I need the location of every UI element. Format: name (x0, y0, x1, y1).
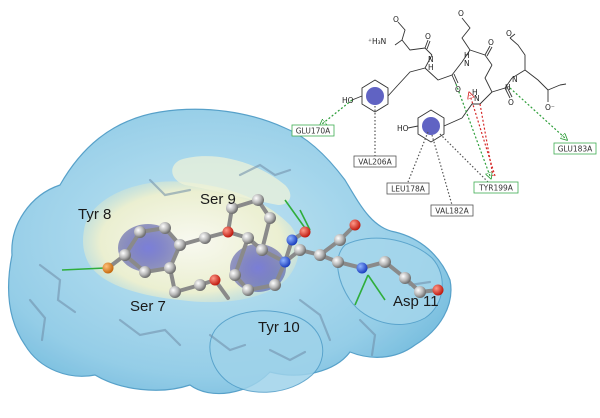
atom-carbon (256, 244, 268, 256)
atom-label-o: O (508, 98, 514, 107)
protein-surface-render: Tyr 8 Ser 9 Ser 7 Tyr 10 Asp 11 (7, 108, 452, 395)
atom-label-o: O (393, 15, 399, 24)
atom-oxygen (299, 226, 311, 238)
residue-box-val182a: VAL182A (430, 204, 474, 217)
atom-label-n: N (474, 94, 480, 103)
ligand-atoms (102, 194, 444, 298)
atom-label-n: N (428, 55, 434, 64)
atom-label-h: H (464, 51, 470, 60)
surface-lobe-right (337, 237, 443, 325)
atom-carbon (242, 284, 254, 296)
aromatic-disk-2d (422, 117, 440, 135)
atom-label-o: O (458, 9, 464, 18)
atom-nitrogen (286, 234, 298, 246)
svg-text:GLU183A: GLU183A (558, 145, 593, 154)
atom-carbon (169, 286, 181, 298)
atom-carbon (139, 266, 151, 278)
atom-carbon (199, 232, 211, 244)
atom-carbon (332, 256, 344, 268)
hbond-lines-3d (61, 199, 386, 306)
svg-text:VAL182A: VAL182A (435, 207, 469, 216)
atom-label-h: H (472, 88, 478, 97)
atom-label-h: H (505, 83, 511, 92)
atom-carbon (174, 239, 186, 251)
svg-text:GLU170A: GLU170A (296, 127, 331, 136)
atom-carbon (164, 262, 176, 274)
interaction-lines-2d (322, 83, 565, 206)
atom-oxygen (209, 274, 221, 286)
atom-label-n: N (464, 59, 470, 68)
ligand-2d-skeleton (351, 17, 567, 143)
atom-label-o: O (488, 38, 494, 47)
residue-label-ser7: Ser 7 (130, 298, 166, 315)
residue-box-glu170a: GLU170A (291, 124, 335, 137)
residue-label-tyr10: Tyr 10 (258, 319, 300, 336)
atom-carbon (399, 272, 411, 284)
atom-nitrogen (356, 262, 368, 274)
atom-label-o: O (425, 32, 431, 41)
atom-oxygen (222, 226, 234, 238)
aromatic-disk-2d (366, 87, 384, 105)
atom-carbon (314, 249, 326, 261)
atom-carbon (229, 269, 241, 281)
atom-label-o: O (506, 29, 512, 38)
residue-label-asp11: Asp 11 (393, 293, 439, 310)
svg-text:TYR199A: TYR199A (478, 184, 514, 193)
svg-text:VAL206A: VAL206A (358, 158, 392, 167)
atom-carbon (119, 249, 131, 261)
atom-sulfur (102, 262, 114, 274)
atom-carbon (159, 222, 171, 234)
atom-carbon (242, 232, 254, 244)
pocket-highlight (172, 156, 291, 205)
atom-carbon (252, 194, 264, 206)
atom-label-amine: ⁺H₃N (368, 37, 386, 46)
residue-box-tyr199a: TYR199A (473, 181, 519, 194)
residue-box-glu183a: GLU183A (553, 142, 597, 155)
residue-box-val206a: VAL206A (353, 155, 397, 168)
atom-carbon (226, 202, 238, 214)
atom-carbon (194, 279, 206, 291)
svg-text:LEU178A: LEU178A (391, 185, 426, 194)
atom-carbon (414, 286, 426, 298)
atom-label-h: H (428, 63, 434, 72)
atom-label-ho: HO (397, 124, 409, 133)
atom-carbon (334, 234, 346, 246)
atom-label-carboxylate: O⁻ (545, 103, 555, 112)
residue-label-tyr8: Tyr 8 (78, 206, 111, 223)
atom-label-ho: HO (342, 96, 354, 105)
atom-carbon (134, 226, 146, 238)
atom-carbon (264, 212, 276, 224)
residue-box-leu178a: LEU178A (386, 182, 430, 195)
atom-carbon (379, 256, 391, 268)
atom-oxygen (349, 219, 361, 231)
atom-carbon (269, 279, 281, 291)
atom-label-o: O (455, 85, 461, 94)
residue-label-ser9: Ser 9 (200, 191, 236, 208)
atom-label-n: N (512, 75, 518, 84)
atom-carbon (294, 244, 306, 256)
interaction-diagram-2d: ⁺H₃N O HO HO N H N H N H N H O O O O O O… (291, 9, 597, 217)
surface-lobe-bottom (209, 310, 324, 393)
atom-oxygen (432, 284, 444, 296)
atom-nitrogen (279, 256, 291, 268)
